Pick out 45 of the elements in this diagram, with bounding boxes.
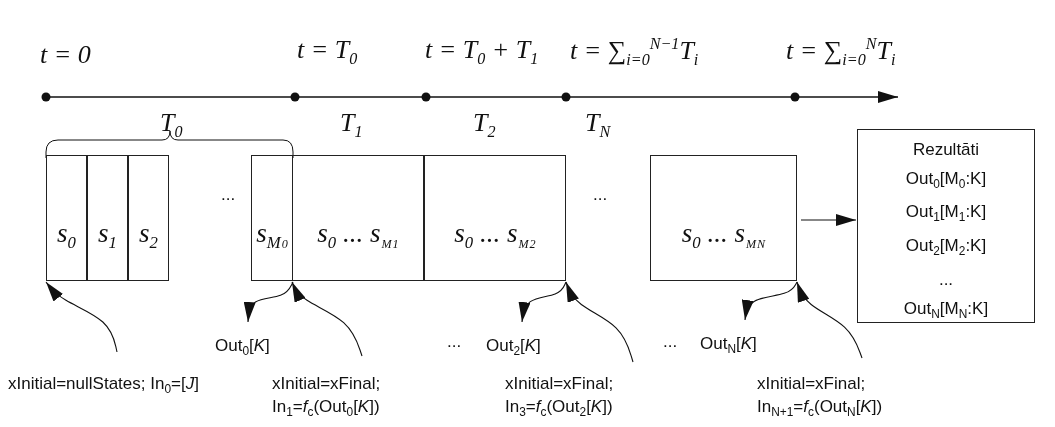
time-label: t = T$_{0}$ [297,35,358,69]
arrow [243,281,294,323]
arrow [741,281,798,321]
output-label: Out$_{2}$[K] [486,334,576,364]
interval-label: T$_{N}$ [585,108,611,142]
state-cell [87,155,128,281]
arrow [565,281,634,363]
output-label: Out$_{0}$[K] [215,334,305,364]
ellipsis: ... [593,185,608,205]
state-label: s$_{1}$ [98,218,117,254]
interval-label: T$_{0}$ [160,108,183,142]
assignment-text: xInitial=xFinal; In$_{3}$=f$_{c}$(Out$_{2}$[K]) [505,372,675,425]
state-cell [292,155,424,281]
state-cell [251,155,293,281]
interval-label: T$_{2}$ [473,108,496,142]
ellipsis: ... [447,332,462,352]
arrow [291,281,363,357]
time-label: t = T$_{0}$ + T$_{1}$ [425,35,539,69]
interval-label: T$_{1}$ [340,108,363,142]
state-label: s$_{2}$ [139,218,158,254]
result-line: ... [937,269,955,292]
time-label: t = ∑$_{i=0}$$^{N}$T$_{i}$ [786,35,896,69]
results-heading: Rezultāti [911,139,981,161]
state-cell [424,155,566,281]
time-label: t = ∑$_{i=0}$$^{N−1}$T$_{i}$ [570,35,699,69]
result-line: Out$_{0}$[M$_{0}$:K] [904,167,988,193]
arrow [518,281,567,323]
arrow [45,281,118,353]
assignment-text: xInitial=nullStates; In$_{0}$=[J] [8,372,218,402]
arrow [796,281,863,359]
time-label: t = 0 [40,40,91,70]
state-cell [46,155,87,281]
arrow [800,214,857,226]
result-line: Out$_{N}$[M$_{N}$:K] [902,297,990,324]
state-label: s$_{0}$ [57,218,76,254]
results-box [857,129,1035,323]
result-line: Out$_{2}$[M$_{2}$:K] [904,235,988,261]
output-label: Out$_{N}$[K] [700,332,790,362]
assignment-text: xInitial=xFinal; In$_{1}$=f$_{c}$(Out$_{0}$[K]) [272,372,442,425]
state-cell [128,155,169,281]
result-line: Out$_{1}$[M$_{1}$:K] [904,201,988,227]
ellipsis: ... [663,332,678,352]
assignment-text: xInitial=xFinal; In$_{N+1}$=f$_{c}$(Out$_{N}$[K]) [757,372,937,425]
state-cell [650,155,797,281]
ellipsis: ... [221,185,236,205]
